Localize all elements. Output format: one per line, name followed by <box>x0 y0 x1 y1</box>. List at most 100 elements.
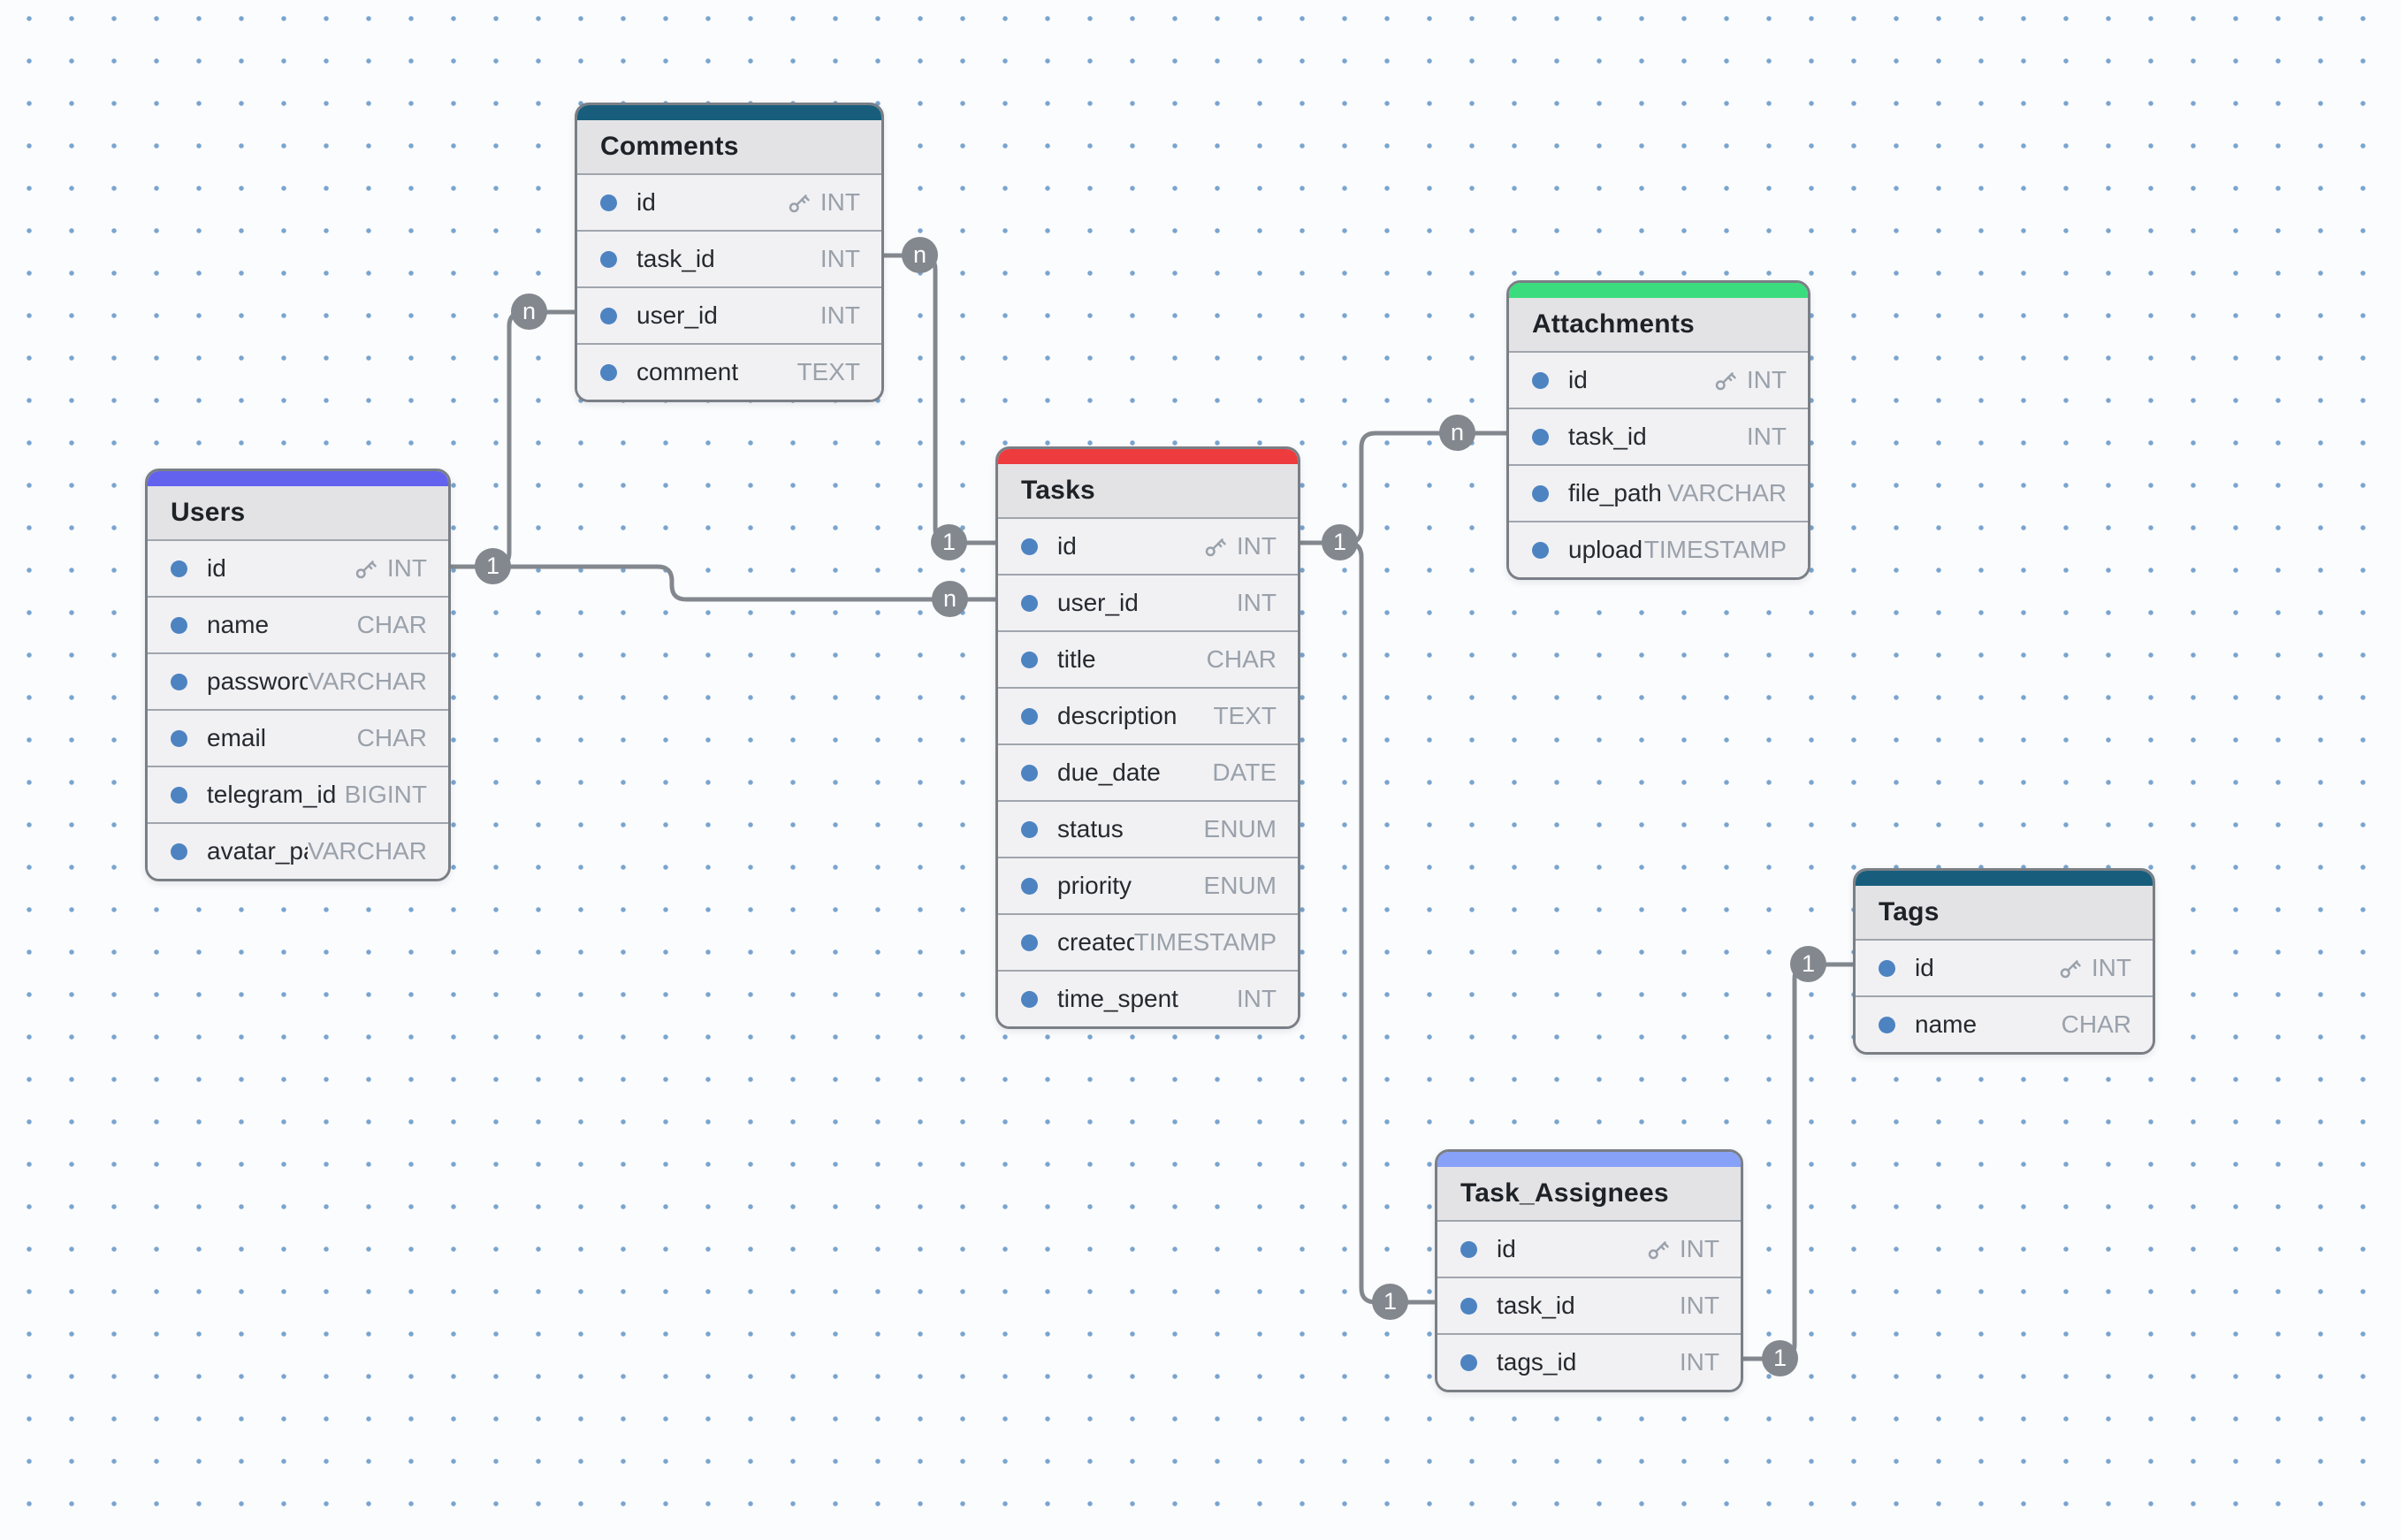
table-card[interactable]: Tasks id INT user_id INT title <box>995 446 1300 1029</box>
table-field-row[interactable]: created… TIMESTAMP <box>998 913 1298 970</box>
field-type-group: INT <box>1680 1348 1719 1376</box>
table-field-row[interactable]: id INT <box>577 173 881 230</box>
field-type-group: INT <box>2057 954 2131 982</box>
relationship-line-tasks-comments[interactable] <box>876 253 998 545</box>
table-field-row[interactable]: name CHAR <box>148 596 448 652</box>
table-title: Attachments <box>1509 298 1808 351</box>
cardinality-badge[interactable]: 1 <box>1762 1340 1798 1376</box>
table-card[interactable]: Users id INT name CHAR password <box>145 469 451 881</box>
cardinality-badge[interactable]: n <box>902 237 938 273</box>
table-field-row[interactable]: task_id INT <box>577 230 881 286</box>
field-dot-icon <box>600 194 617 211</box>
table-field-row[interactable]: tags_id INT <box>1437 1333 1741 1390</box>
table-field-row[interactable]: description TEXT <box>998 687 1298 743</box>
cardinality-badge[interactable]: n <box>1439 415 1475 451</box>
field-name: email <box>207 724 266 751</box>
field-name: id <box>1497 1235 1516 1262</box>
cardinality-badge[interactable]: n <box>932 581 968 617</box>
table-field-row[interactable]: title CHAR <box>998 630 1298 687</box>
relationship-line-users-comments[interactable] <box>443 309 577 569</box>
cardinality-badge[interactable]: 1 <box>475 548 511 584</box>
field-type: INT <box>1236 985 1277 1012</box>
table-field-row[interactable]: id INT <box>1509 351 1808 408</box>
relationship-line-tags-task-assignees[interactable] <box>1735 962 1856 1361</box>
field-type-group: TEXT <box>1213 702 1277 730</box>
field-dot-icon <box>1021 537 1038 555</box>
relationship-line-tasks-attachments[interactable] <box>1292 431 1509 545</box>
table-title: Users <box>148 486 448 539</box>
table-field-row[interactable]: status ENUM <box>998 800 1298 857</box>
field-type: VARCHAR <box>308 667 427 695</box>
table-accent-bar <box>577 105 881 120</box>
table-field-row[interactable]: user_id INT <box>998 574 1298 630</box>
table-field-row[interactable]: file_path VARCHAR <box>1509 464 1808 521</box>
table-field-row[interactable]: comment TEXT <box>577 343 881 400</box>
field-dot-icon <box>1021 934 1038 951</box>
table-field-row[interactable]: name CHAR <box>1856 995 2153 1052</box>
table-field-row[interactable]: id INT <box>998 517 1298 574</box>
field-type: INT <box>1746 423 1787 450</box>
field-dot-icon <box>171 729 187 747</box>
table-field-row[interactable]: user_id INT <box>577 286 881 343</box>
field-type-group: INT <box>353 554 427 583</box>
cardinality-badge[interactable]: 1 <box>1322 524 1358 560</box>
field-type-group: VARCHAR <box>308 667 427 696</box>
field-name: status <box>1057 815 1124 842</box>
table-accent-bar <box>1856 871 2153 886</box>
table-field-row[interactable]: task_id INT <box>1509 408 1808 464</box>
table-field-row[interactable]: task_id INT <box>1437 1277 1741 1333</box>
field-name: id <box>1057 532 1077 560</box>
field-dot-icon <box>1532 484 1549 502</box>
field-type: INT <box>1236 589 1277 616</box>
table-field-row[interactable]: telegram_id BIGINT <box>148 766 448 822</box>
table-field-row[interactable]: time_spent INT <box>998 970 1298 1026</box>
field-type: ENUM <box>1203 872 1277 899</box>
table-field-row[interactable]: id INT <box>1437 1220 1741 1277</box>
field-name: upload… <box>1568 536 1644 563</box>
table-accent-bar <box>148 471 448 486</box>
table-card[interactable]: Tags id INT name CHAR <box>1853 868 2155 1055</box>
field-type-group: INT <box>1680 1292 1719 1320</box>
table-rows: id INT task_id INT tags_id INT <box>1437 1220 1741 1390</box>
field-type-group: VARCHAR <box>1667 479 1787 507</box>
table-field-row[interactable]: avatar_pa… VARCHAR <box>148 822 448 879</box>
field-type: VARCHAR <box>308 837 427 865</box>
cardinality-badge[interactable]: 1 <box>1372 1284 1408 1320</box>
table-card[interactable]: Attachments id INT task_id INT file_path <box>1506 280 1810 580</box>
table-field-row[interactable]: password VARCHAR <box>148 652 448 709</box>
field-type-group: INT <box>1712 366 1787 394</box>
table-card[interactable]: Comments id INT task_id INT user_id <box>575 103 884 402</box>
table-field-row[interactable]: priority ENUM <box>998 857 1298 913</box>
field-name: priority <box>1057 872 1132 899</box>
field-type: INT <box>2091 954 2131 981</box>
table-field-row[interactable]: upload… TIMESTAMP <box>1509 521 1808 577</box>
field-type-group: BIGINT <box>345 781 427 809</box>
table-field-row[interactable]: id INT <box>1856 939 2153 995</box>
field-type: INT <box>1679 1348 1719 1376</box>
field-type: TIMESTAMP <box>1133 928 1277 956</box>
cardinality-badge[interactable]: 1 <box>931 524 967 560</box>
field-type-group: CHAR <box>2062 1010 2131 1039</box>
cardinality-badge[interactable]: n <box>511 294 547 330</box>
table-field-row[interactable]: due_date DATE <box>998 743 1298 800</box>
table-field-row[interactable]: id INT <box>148 539 448 596</box>
field-name: id <box>636 188 656 216</box>
primary-key-icon <box>1648 1241 1669 1260</box>
field-name: comment <box>636 358 739 385</box>
field-type-group: INT <box>1747 423 1787 451</box>
field-type-group: CHAR <box>1207 645 1277 674</box>
table-field-row[interactable]: email CHAR <box>148 709 448 766</box>
relationship-line-users-tasks[interactable] <box>443 564 998 602</box>
field-dot-icon <box>1532 428 1549 446</box>
field-type-group: ENUM <box>1204 872 1277 900</box>
field-type: INT <box>819 188 860 216</box>
field-type-group: TEXT <box>797 358 860 386</box>
field-type-group: ENUM <box>1204 815 1277 843</box>
cardinality-badge[interactable]: 1 <box>1790 946 1826 982</box>
table-title: Tags <box>1856 886 2153 939</box>
table-card[interactable]: Task_Assignees id INT task_id INT tags_i… <box>1435 1149 1743 1392</box>
field-name: file_path <box>1568 479 1662 507</box>
table-rows: id INT name CHAR <box>1856 939 2153 1052</box>
relationship-line-tasks-task-assignees[interactable] <box>1292 540 1437 1305</box>
